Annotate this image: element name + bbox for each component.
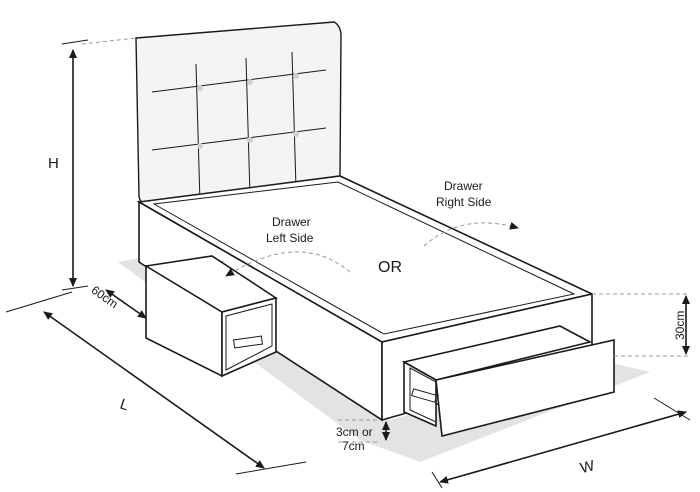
clearance-label-line1: 3cm or: [336, 425, 373, 439]
drawer-left-label-line1: Drawer: [272, 215, 311, 229]
or-label: OR: [378, 259, 402, 276]
drawer-direction-arrows: [225, 221, 519, 277]
dimension-guides: [81, 37, 688, 443]
length-dimension: [5, 291, 307, 475]
drawer-right-label-line1: Drawer: [444, 179, 483, 193]
clearance-label-line2: 7cm: [342, 439, 365, 453]
depth-dimension: [105, 289, 147, 319]
depth-label: 60cm: [89, 283, 121, 311]
length-label: L: [118, 396, 131, 415]
drawer-left-label-line2: Left Side: [266, 231, 314, 245]
headboard: [135, 21, 342, 207]
drawer-right-label-line2: Right Side: [436, 195, 492, 209]
base-height-label: 30cm: [673, 311, 687, 340]
width-label: W: [578, 457, 597, 477]
height-dimension: [61, 39, 89, 291]
width-dimension: [431, 397, 691, 489]
height-label: H: [48, 155, 59, 172]
